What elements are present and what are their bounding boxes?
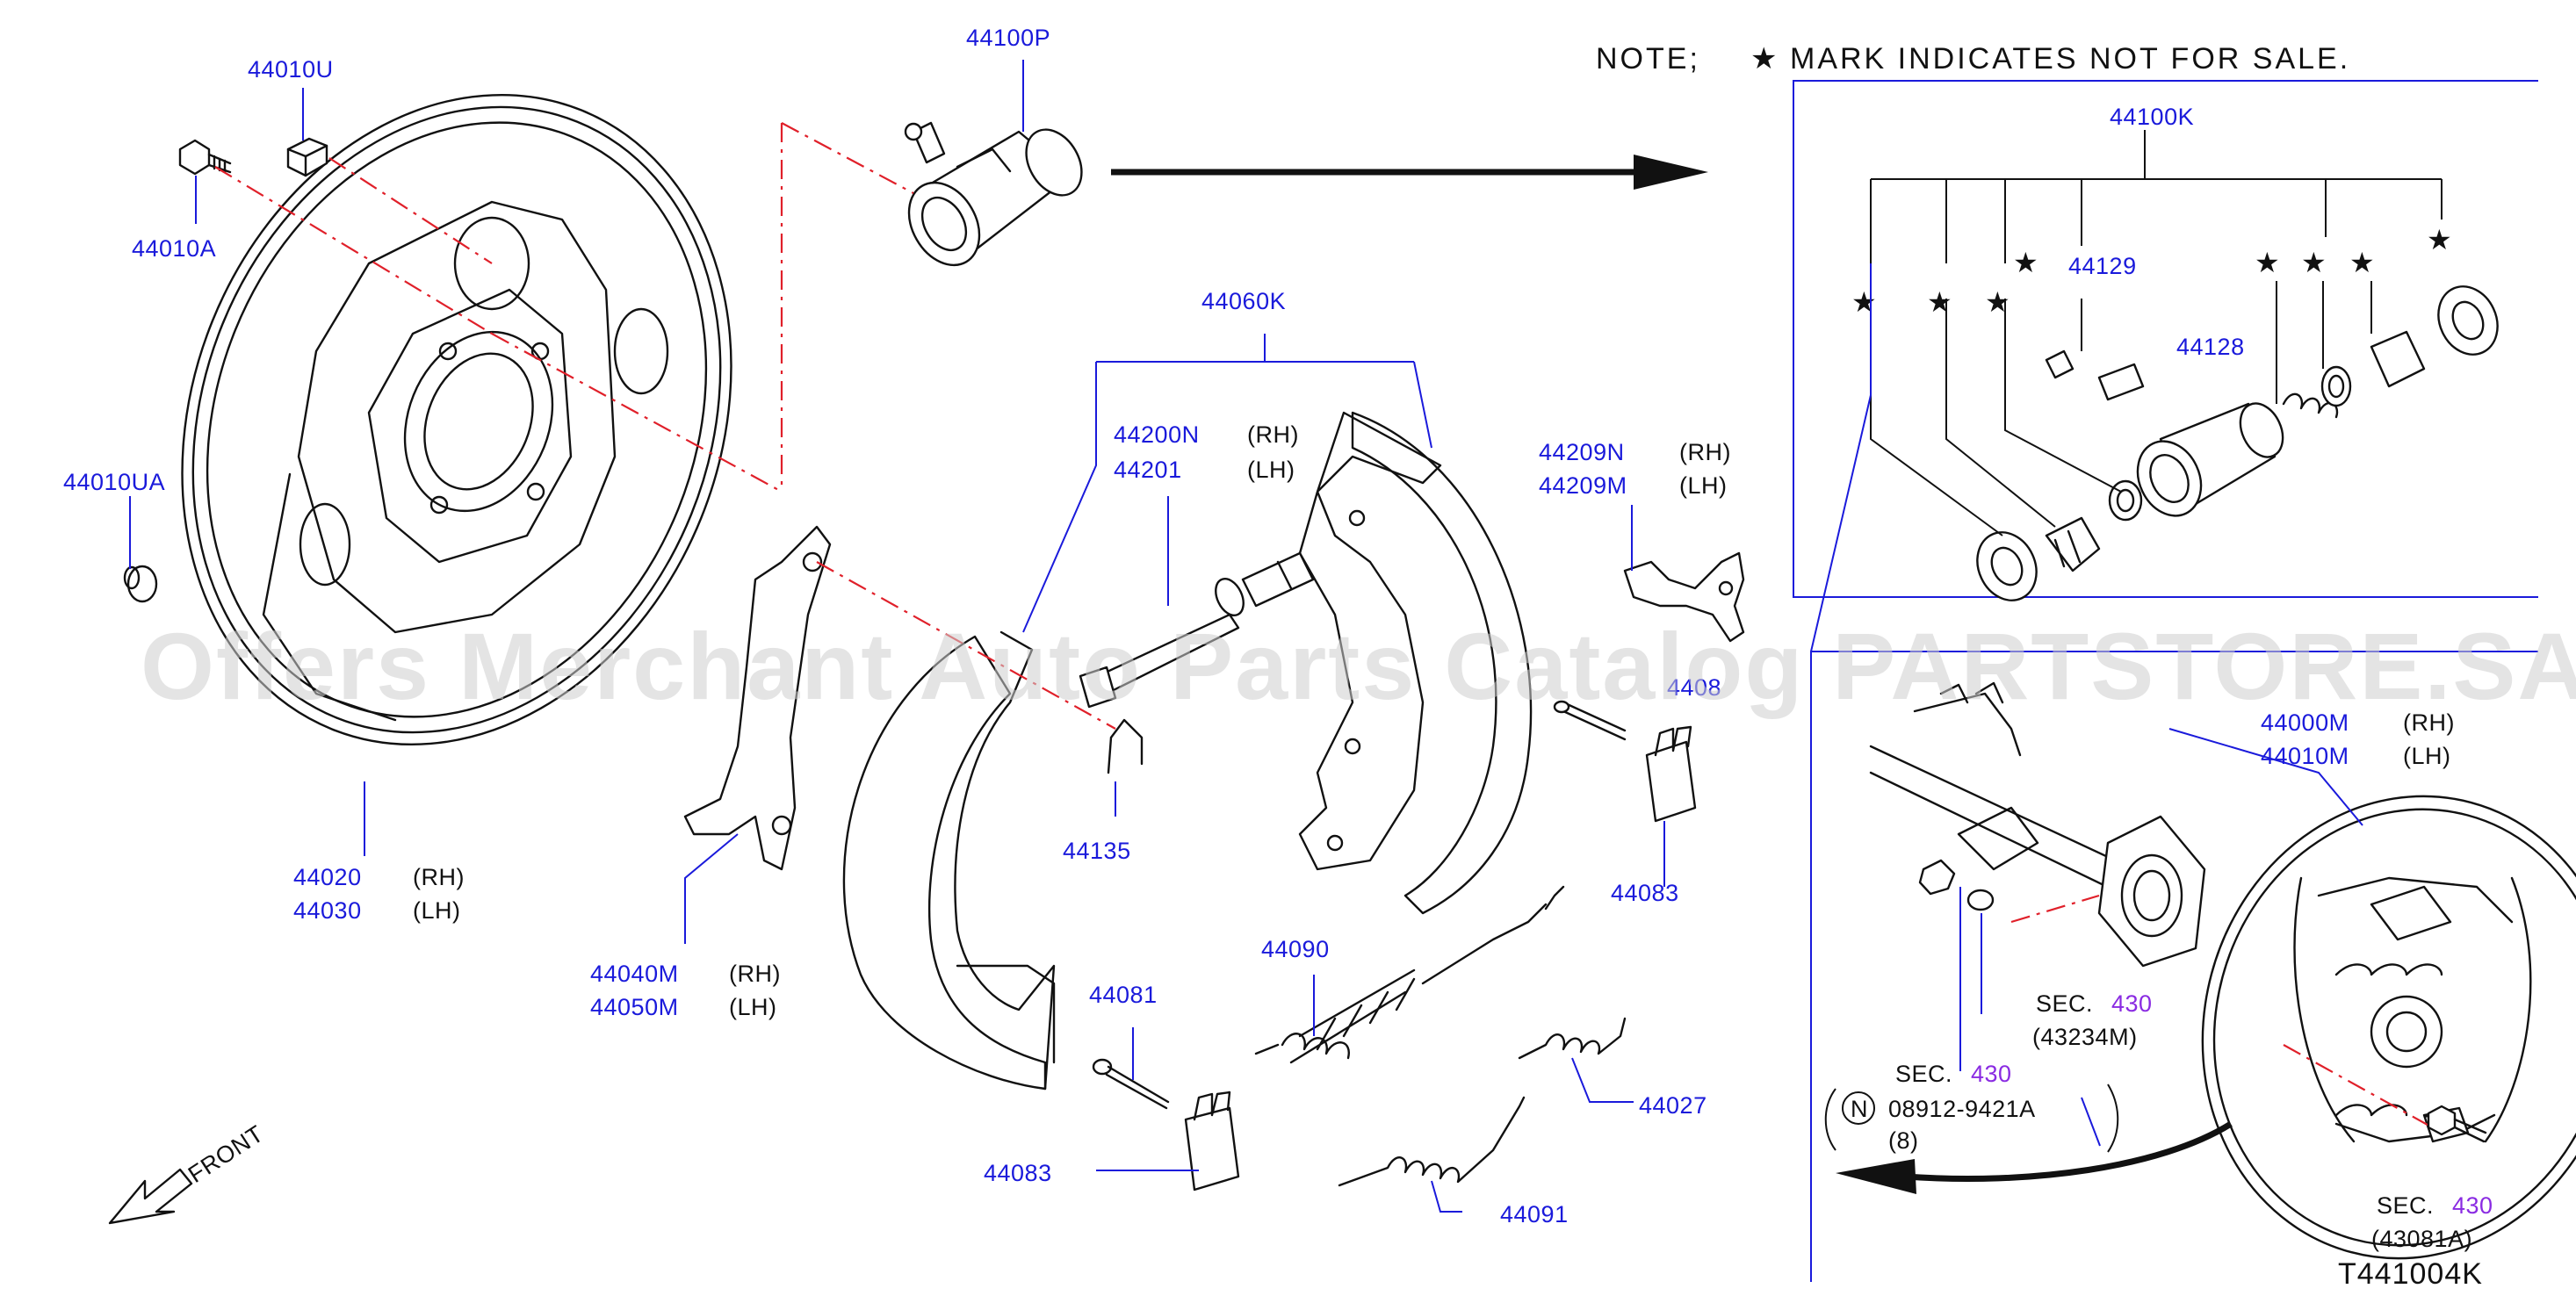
star-icon: ★ [1985, 285, 2010, 319]
label-44200n-side: (RH) [1247, 421, 1299, 448]
label-44040m: 44040M [590, 961, 679, 987]
retainer-right [1645, 725, 1697, 823]
bolt-44010a [178, 139, 232, 176]
clip-44010u [286, 137, 328, 177]
star-icon: ★ [1927, 285, 1952, 319]
not-for-sale-stars: ★ ★ ★ ★ ★ ★ ★ ★ [1851, 223, 2452, 319]
label-44010a: 44010A [132, 235, 216, 262]
lever-44209n [1623, 551, 1745, 643]
label-44100k: 44100K [2110, 104, 2194, 130]
bolt-ref-brackets [1824, 1083, 2119, 1153]
label-44050m-side: (LH) [729, 994, 777, 1020]
label-44010m: 44010M [2261, 743, 2349, 769]
label-44209m: 44209M [1539, 472, 1627, 499]
note-prefix: NOTE; [1596, 42, 1700, 76]
spring-44090 [1254, 885, 1565, 1064]
arrow-to-detail [1111, 155, 1708, 190]
label-44090: 44090 [1261, 936, 1330, 962]
center-lines [214, 122, 2100, 924]
star-icon: ★ [2349, 246, 2375, 279]
adjuster-assembly [1079, 551, 1315, 709]
sec-1-number: 430 [2111, 990, 2153, 1017]
axle-hub-assembly [1869, 681, 2206, 968]
star-icon: ★ [2255, 246, 2280, 279]
sec-1-word: SEC. [2036, 990, 2093, 1017]
sec-3-ref: (43081A) [2371, 1226, 2472, 1252]
label-44030: 44030 [293, 897, 362, 924]
sec-1-ref: (43234M) [2032, 1024, 2138, 1050]
label-44091: 44091 [1500, 1201, 1569, 1227]
sec-3-word: SEC. [2377, 1192, 2434, 1219]
spring-44027 [1518, 1017, 1627, 1060]
label-44020-side: (RH) [413, 864, 465, 890]
label-44128: 44128 [2176, 334, 2245, 360]
bolt-symbol: N [1851, 1096, 1868, 1122]
front-label: FRONT [184, 1120, 268, 1188]
wheel-cylinder-44100p [904, 121, 1083, 267]
curved-arrow [1836, 1121, 2233, 1194]
bolt-43081a [2427, 1105, 2487, 1143]
label-44200n: 44200N [1114, 421, 1200, 448]
brake-shoe-left [842, 630, 1056, 1091]
label-44050m: 44050M [590, 994, 679, 1020]
label-44081-right: 4408 [1667, 674, 1721, 701]
label-44201: 44201 [1114, 457, 1182, 483]
label-44100p: 44100P [966, 25, 1050, 51]
note-header: NOTE; ★ MARK INDICATES NOT FOR SALE. [1596, 42, 2350, 76]
sec-3-number: 430 [2452, 1192, 2493, 1219]
label-44083-right: 44083 [1611, 880, 1679, 906]
label-44135: 44135 [1063, 838, 1131, 864]
label-44030-side: (LH) [413, 897, 461, 924]
leader-lines [129, 60, 2363, 1213]
label-44010ua: 44010UA [63, 469, 165, 495]
label-44010m-side: (LH) [2403, 743, 2451, 769]
label-44201-side: (LH) [1247, 457, 1295, 483]
star-icon: ★ [2427, 223, 2452, 256]
sec-2-word: SEC. [1895, 1061, 1952, 1087]
part-labels: 44010U 44010A 44010UA 44100P 44020 (RH) … [63, 25, 2455, 1227]
front-arrow-icon [108, 1168, 193, 1225]
label-44060k: 44060K [1201, 288, 1286, 314]
note-star-icon: ★ [1750, 42, 1779, 76]
cylinder-exploded [1976, 285, 2499, 601]
detail-frame-upper [1793, 80, 2538, 598]
bolt-qty: (8) [1888, 1127, 1919, 1154]
section-refs: SEC. 430 (43234M) SEC. 430 SEC. 430 (430… [1851, 990, 2493, 1252]
label-44209n-side: (RH) [1679, 439, 1731, 465]
label-44083-bottom: 44083 [984, 1160, 1052, 1186]
star-icon: ★ [2301, 246, 2327, 279]
backing-plate [181, 93, 732, 746]
note-text: MARK INDICATES NOT FOR SALE. [1790, 42, 2350, 76]
grommet-44010ua [123, 565, 158, 603]
pin-right [1553, 700, 1627, 741]
label-44020: 44020 [293, 864, 362, 890]
label-44129: 44129 [2068, 253, 2137, 279]
retainer-bottom [1184, 1091, 1240, 1191]
bolt-number: 08912-9421A [1888, 1096, 2036, 1122]
label-44040m-side: (RH) [729, 961, 781, 987]
label-44000m-side: (RH) [2403, 709, 2455, 736]
diagram-code: T441004K [2338, 1257, 2483, 1291]
label-44027: 44027 [1639, 1092, 1707, 1119]
label-44081-bottom: 44081 [1089, 982, 1158, 1008]
label-44209n: 44209N [1539, 439, 1625, 465]
spring-44091 [1338, 1096, 1526, 1187]
clip-44135 [1107, 718, 1144, 774]
label-44010u: 44010U [248, 56, 334, 83]
label-44000m: 44000M [2261, 709, 2349, 736]
adjuster-lever [683, 525, 832, 871]
assembled-brake [2201, 795, 2576, 1260]
pin-bottom [1092, 1058, 1170, 1110]
star-icon-44129: ★ [2013, 246, 2038, 279]
label-44209m-side: (LH) [1679, 472, 1728, 499]
star-icon: ★ [1851, 285, 1877, 319]
detail-frame-lower [1810, 263, 2538, 1282]
watermark: Offers Merchant Auto Parts Catalog PARTS… [141, 613, 2576, 719]
sec-2-number: 430 [1971, 1061, 2012, 1087]
brake-shoe-right [1298, 411, 1533, 915]
